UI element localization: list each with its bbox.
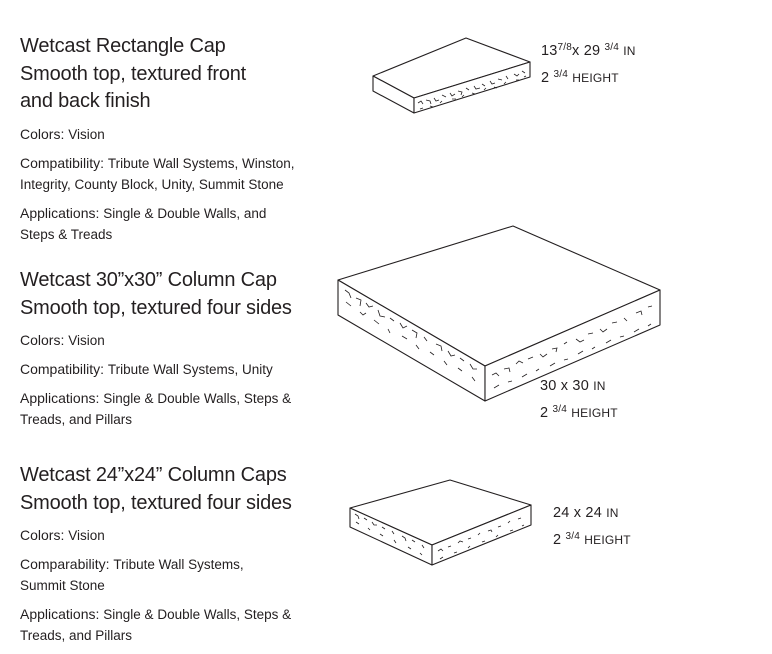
applications-spec: Applications: Single & Double Walls, Ste… bbox=[20, 388, 340, 430]
colors-label: Colors: bbox=[20, 527, 65, 543]
height-fraction: 3/4 bbox=[553, 69, 569, 80]
texture-marks bbox=[417, 70, 527, 110]
height-label: HEIGHT bbox=[584, 533, 631, 547]
compatibility-label: Comparability: bbox=[20, 556, 110, 572]
colors-label: Colors: bbox=[20, 125, 65, 142]
front-face bbox=[431, 504, 532, 566]
column-cap-30-dimensions: 30 x 30 IN 2 3/4 HEIGHT bbox=[540, 374, 618, 425]
product-30-column-cap: Wetcast 30”x30” Column Cap Smooth top, t… bbox=[20, 267, 340, 430]
texture-marks bbox=[354, 513, 525, 560]
colors-spec: Colors: Vision bbox=[20, 525, 340, 546]
title-line: and back finish bbox=[20, 90, 151, 112]
compatibility-value: Tribute Wall Systems, Unity bbox=[107, 362, 273, 377]
dimension-height: 2 3/4 HEIGHT bbox=[553, 525, 631, 552]
applications-value: Single & Double Walls, Steps & bbox=[103, 391, 292, 406]
height-value: 2 bbox=[553, 532, 562, 548]
title-line: Wetcast 24”x24” Column Caps bbox=[20, 464, 287, 486]
dim-value: 24 x 24 bbox=[553, 505, 602, 521]
colors-spec: Colors: Vision bbox=[20, 124, 340, 145]
applications-value: Treads, and Pillars bbox=[20, 412, 133, 427]
compatibility-value: Tribute Wall Systems, bbox=[113, 557, 244, 572]
title-line: Wetcast 30”x30” Column Cap bbox=[20, 269, 277, 291]
height-label: HEIGHT bbox=[572, 71, 619, 85]
rectangle-cap-dimensions: 137/8x 29 3/4 IN 2 3/4 HEIGHT bbox=[541, 36, 636, 90]
dim-unit: IN bbox=[593, 379, 606, 393]
top-face bbox=[372, 37, 531, 99]
colors-label: Colors: bbox=[20, 332, 65, 348]
applications-spec: Applications: Single & Double Walls, and… bbox=[20, 203, 340, 245]
top-face bbox=[349, 479, 532, 546]
colors-value: Vision bbox=[68, 126, 105, 142]
applications-value: Single & Double Walls, Steps & bbox=[103, 607, 292, 622]
product-title: Wetcast Rectangle Cap Smooth top, textur… bbox=[20, 33, 340, 116]
dimension-size: 24 x 24 IN bbox=[553, 501, 631, 525]
applications-label: Applications: bbox=[20, 204, 100, 221]
height-value: 2 bbox=[540, 405, 549, 421]
colors-spec: Colors: Vision bbox=[20, 330, 340, 351]
left-face bbox=[337, 279, 486, 402]
applications-value: Single & Double Walls, and bbox=[103, 205, 267, 221]
left-face bbox=[349, 507, 433, 566]
left-face bbox=[372, 75, 415, 114]
column-cap-24-dimensions: 24 x 24 IN 2 3/4 HEIGHT bbox=[553, 501, 631, 552]
top-face bbox=[337, 225, 661, 367]
dimension-height: 2 3/4 HEIGHT bbox=[540, 398, 618, 425]
height-value: 2 bbox=[541, 70, 550, 86]
dimension-size: 137/8x 29 3/4 IN bbox=[541, 36, 636, 63]
dim-value: 13 bbox=[541, 43, 558, 59]
title-line: Smooth top, textured four sides bbox=[20, 491, 292, 514]
compatibility-label: Compatibility: bbox=[20, 361, 105, 377]
dim-fraction: 3/4 bbox=[604, 42, 620, 53]
compatibility-label: Compatibility: bbox=[20, 154, 105, 171]
applications-label: Applications: bbox=[20, 390, 100, 406]
compatibility-spec: Compatibility: Tribute Wall Systems, Uni… bbox=[20, 359, 340, 380]
applications-spec: Applications: Single & Double Walls, Ste… bbox=[20, 604, 340, 646]
front-face bbox=[413, 61, 531, 114]
compatibility-value: Integrity, County Block, Unity, Summit S… bbox=[20, 176, 284, 192]
dimension-height: 2 3/4 HEIGHT bbox=[541, 63, 636, 90]
product-title: Wetcast 30”x30” Column Cap Smooth top, t… bbox=[20, 267, 340, 322]
dim-unit: IN bbox=[606, 506, 619, 520]
title-line: Smooth top, textured four sides bbox=[20, 296, 292, 319]
height-label: HEIGHT bbox=[571, 406, 618, 420]
dim-unit: IN bbox=[623, 44, 636, 58]
colors-value: Vision bbox=[68, 528, 105, 543]
product-rectangle-cap: Wetcast Rectangle Cap Smooth top, textur… bbox=[20, 33, 340, 245]
dim-value: 30 x 30 bbox=[540, 378, 589, 394]
dim-value: x 29 bbox=[572, 43, 601, 59]
applications-value: Steps & Treads bbox=[20, 226, 113, 242]
compatibility-value: Summit Stone bbox=[20, 578, 105, 593]
product-24-column-caps: Wetcast 24”x24” Column Caps Smooth top, … bbox=[20, 462, 340, 646]
applications-label: Applications: bbox=[20, 606, 100, 622]
product-title: Wetcast 24”x24” Column Caps Smooth top, … bbox=[20, 462, 340, 517]
applications-value: Treads, and Pillars bbox=[20, 628, 133, 643]
dimension-size: 30 x 30 IN bbox=[540, 374, 618, 398]
compatibility-spec: Compatibility: Tribute Wall Systems, Win… bbox=[20, 153, 340, 195]
compatibility-spec: Comparability: Tribute Wall Systems, Sum… bbox=[20, 554, 340, 596]
title-line: Smooth top, textured front bbox=[20, 62, 247, 85]
colors-value: Vision bbox=[68, 333, 105, 348]
dim-fraction: 7/8 bbox=[557, 42, 573, 53]
title-line: Wetcast Rectangle Cap bbox=[20, 35, 226, 57]
height-fraction: 3/4 bbox=[552, 404, 568, 415]
height-fraction: 3/4 bbox=[565, 531, 581, 542]
compatibility-value: Tribute Wall Systems, Winston, bbox=[107, 155, 295, 171]
